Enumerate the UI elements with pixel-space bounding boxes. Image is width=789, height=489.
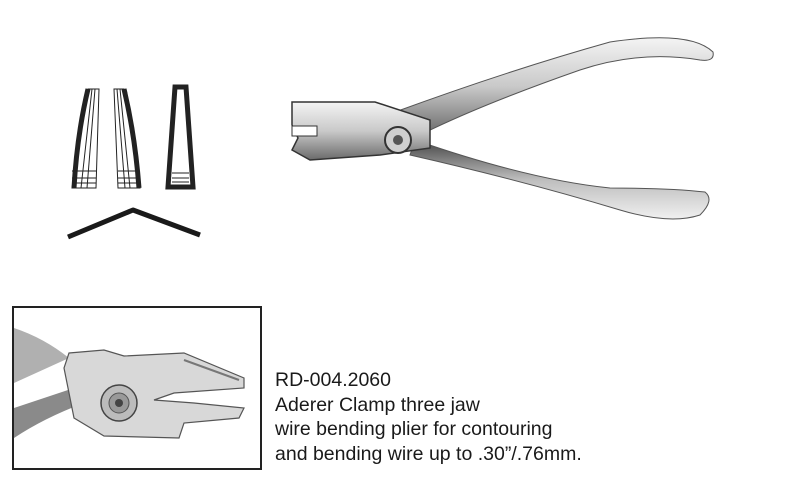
description-line: wire bending plier for contouring	[275, 418, 553, 440]
jaw-detail-inset	[12, 306, 262, 470]
plier-main-image	[291, 37, 714, 220]
jaw-profile-right	[165, 84, 196, 190]
bent-wire-illustration	[67, 207, 201, 240]
product-description: RD-004.2060 Aderer Clamp three jaw wire …	[275, 368, 582, 466]
jaw-profile-middle	[113, 88, 142, 189]
description-line: Aderer Clamp three jaw	[275, 393, 480, 416]
description-line: and bending wire up to .30”/.76mm.	[275, 442, 582, 465]
plier-jaw-closeup	[14, 328, 245, 439]
product-code: RD-004.2060	[275, 369, 391, 391]
jaw-profile-diagram	[67, 84, 201, 240]
jaw-profile-left	[71, 88, 100, 189]
